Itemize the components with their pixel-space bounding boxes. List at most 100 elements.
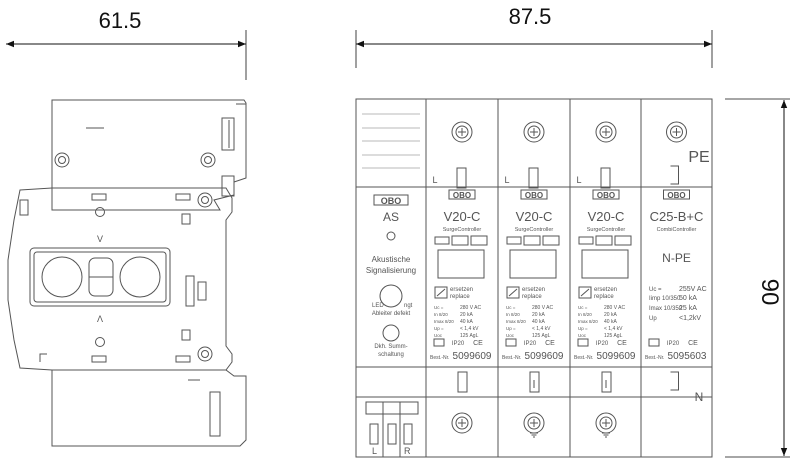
bottom-screw-terminal-icon: [523, 412, 545, 434]
replace-label-en: replace: [522, 294, 542, 300]
phase-label: L: [432, 175, 437, 185]
spec-label: Uc =: [649, 287, 662, 293]
phase-label: L: [576, 175, 581, 185]
spec-value: 25 kA: [679, 305, 697, 312]
ce-mark: CE: [545, 340, 555, 347]
top-screw-terminal-icon: [523, 121, 545, 143]
obo-logo: OBO: [525, 191, 543, 200]
top-screw-terminal-icon: [666, 121, 687, 143]
ce-mark: CE: [688, 340, 698, 347]
spec-label: Iimp 10/350: [649, 296, 681, 302]
indicator-led: [386, 231, 396, 241]
replace-label-en: replace: [594, 294, 614, 300]
spec-value: 40 kA: [604, 319, 617, 325]
spec-label: Up =: [506, 326, 516, 331]
spec-label: Uoc: [578, 333, 587, 338]
spec-value: 280 V AC: [532, 305, 554, 311]
ip-label: IP20: [596, 341, 609, 347]
spec-label: In 8/20: [506, 312, 520, 317]
nps-label: N-PE: [662, 251, 691, 265]
model-label: V20-C: [516, 209, 553, 224]
model-subtitle: CombiController: [657, 227, 697, 233]
spec-value: 125 AgL: [604, 333, 623, 339]
obo-logo: OBO: [597, 191, 615, 200]
model-label: C25-B+C: [650, 209, 704, 224]
bottom-screw-terminal-icon: [451, 412, 473, 434]
mark-r: R: [404, 446, 411, 456]
spec-value: 50 kA: [679, 295, 697, 302]
model-subtitle: SurgeController: [515, 227, 554, 233]
spec-value: 280 V AC: [604, 305, 626, 311]
text-line-6: Dkh. Summ-: [374, 344, 407, 350]
test-button[interactable]: [382, 324, 400, 342]
spec-value: < 1,4 kV: [604, 326, 623, 332]
ip-label: IP20: [524, 341, 537, 347]
replace-label-en: replace: [450, 294, 470, 300]
order-label: Best.-Nr.: [574, 355, 593, 361]
neutral-label: N: [695, 390, 704, 404]
model-label: V20-C: [444, 209, 481, 224]
svg-text:Λ: Λ: [97, 314, 103, 324]
order-number: 5099609: [597, 351, 636, 362]
spec-label: In 8/20: [434, 312, 448, 317]
as-label: AS: [383, 210, 399, 224]
replace-label-de: ersetzen: [594, 287, 617, 293]
text-line-1: Akustische: [372, 255, 411, 264]
arrester-modules: LOBOV20-CSurgeControllerersetzenreplaceU…: [430, 121, 710, 438]
status-window: [437, 249, 485, 279]
replace-label-de: ersetzen: [450, 287, 473, 293]
text-line-2: Signalisierung: [366, 266, 416, 275]
spec-label: Uc =: [578, 305, 588, 310]
spec-label: Up =: [578, 326, 588, 331]
spec-label: In 8/20: [578, 312, 592, 317]
ip-label: IP20: [667, 341, 680, 347]
spec-value: 125 AgL: [460, 333, 479, 339]
model-subtitle: SurgeController: [443, 227, 482, 233]
bottom-screw-terminal-icon: [595, 412, 617, 434]
spec-label: Imax 8/20: [434, 319, 454, 324]
obo-logo: OBO: [453, 191, 471, 200]
spec-label: Uoc: [434, 333, 443, 338]
obo-logo: OBO: [381, 196, 402, 206]
order-label: Best.-Nr.: [645, 355, 664, 361]
text-line-5: Ableiter defekt: [372, 311, 411, 317]
spec-label: Up =: [434, 326, 444, 331]
text-line-3: LED: [372, 303, 384, 309]
model-subtitle: SurgeController: [587, 227, 626, 233]
spec-value: 125 AgL: [532, 333, 551, 339]
top-screw-terminal-icon: [451, 121, 473, 143]
order-number: 5099609: [453, 351, 492, 362]
height-dimension: 90: [725, 98, 790, 458]
width-label: 61.5: [99, 8, 142, 33]
spec-value: 40 kA: [532, 319, 545, 325]
depth-dimension: 87.5: [355, 4, 713, 68]
spec-value: 20 kA: [604, 312, 617, 318]
spec-label: Imax 8/20: [506, 319, 526, 324]
order-label: Best.-Nr.: [430, 355, 449, 361]
width-dimension: 61.5: [6, 8, 247, 80]
model-label: V20-C: [588, 209, 625, 224]
replace-label-de: ersetzen: [522, 287, 545, 293]
led-window: [379, 284, 403, 308]
earth-symbol-icon: [530, 432, 538, 438]
module-1: L OBO V20-C SurgeController ersetzenreplaceU…: [430, 121, 492, 434]
spec-value: <1,2kV: [679, 315, 701, 322]
order-label: Best.-Nr.: [502, 355, 521, 361]
text-line-4: ngt: [404, 303, 413, 309]
ip-label: IP20: [452, 341, 465, 347]
spec-label: Uc =: [434, 305, 444, 310]
status-window: [509, 249, 557, 279]
signalling-module: OBO AS Akustische Signalisierung LED ngt…: [362, 113, 420, 457]
spec-value: 40 kA: [460, 319, 473, 325]
side-view: V Λ: [7, 99, 247, 447]
text-line-7: schaltung: [378, 352, 404, 358]
ce-mark: CE: [617, 340, 627, 347]
ce-mark: CE: [473, 340, 483, 347]
spec-label: Imax 8/20: [578, 319, 598, 324]
order-number: 5099609: [525, 351, 564, 362]
module-3: L OBO V20-C SurgeController ersetzenreplaceU…: [574, 121, 636, 438]
spec-value: < 1,4 kV: [460, 326, 479, 332]
earth-symbol-icon: [602, 432, 610, 438]
